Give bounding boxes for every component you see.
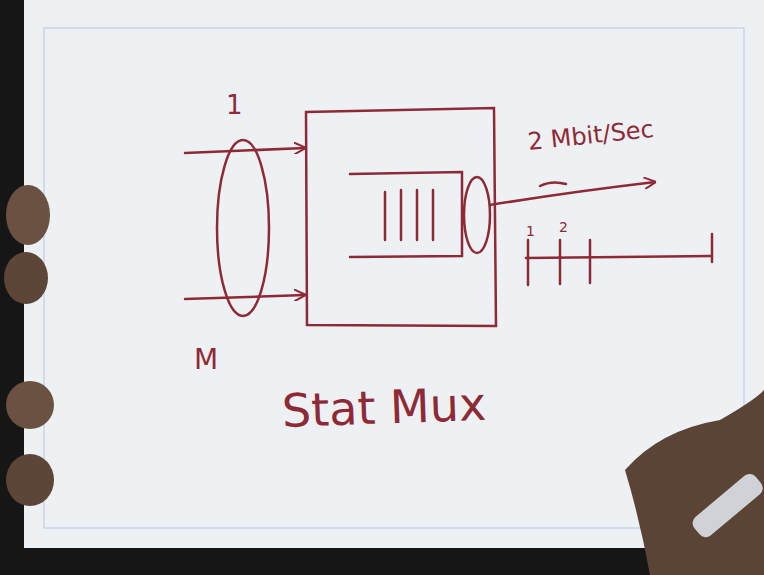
link-rate: 2 Mbit/Sec	[527, 117, 655, 154]
finger	[4, 252, 48, 304]
output-stroke	[540, 182, 566, 186]
left-fingers	[4, 185, 54, 506]
time-ticks	[528, 234, 712, 285]
right-hand	[625, 390, 764, 575]
slot-number: 1	[526, 224, 535, 238]
queue-buffer	[350, 172, 462, 257]
finger	[6, 185, 50, 245]
multiplexer-box	[306, 108, 496, 326]
marker-pen	[689, 471, 764, 541]
time-axis	[526, 256, 712, 258]
finger	[6, 454, 54, 506]
slot-number: 2	[559, 220, 568, 234]
server-circle	[464, 177, 490, 253]
caption-title: Stat Mux	[281, 381, 487, 434]
input-group-ellipse	[217, 140, 269, 316]
input-count: M	[194, 346, 218, 374]
input-number: 1	[226, 92, 243, 118]
finger	[6, 381, 54, 429]
output-arrow	[490, 182, 655, 205]
input-arrow	[185, 295, 305, 299]
ink-drawing	[185, 108, 712, 326]
paper-margin	[44, 28, 744, 528]
input-arrow	[185, 148, 305, 153]
queued-packets	[385, 190, 433, 240]
